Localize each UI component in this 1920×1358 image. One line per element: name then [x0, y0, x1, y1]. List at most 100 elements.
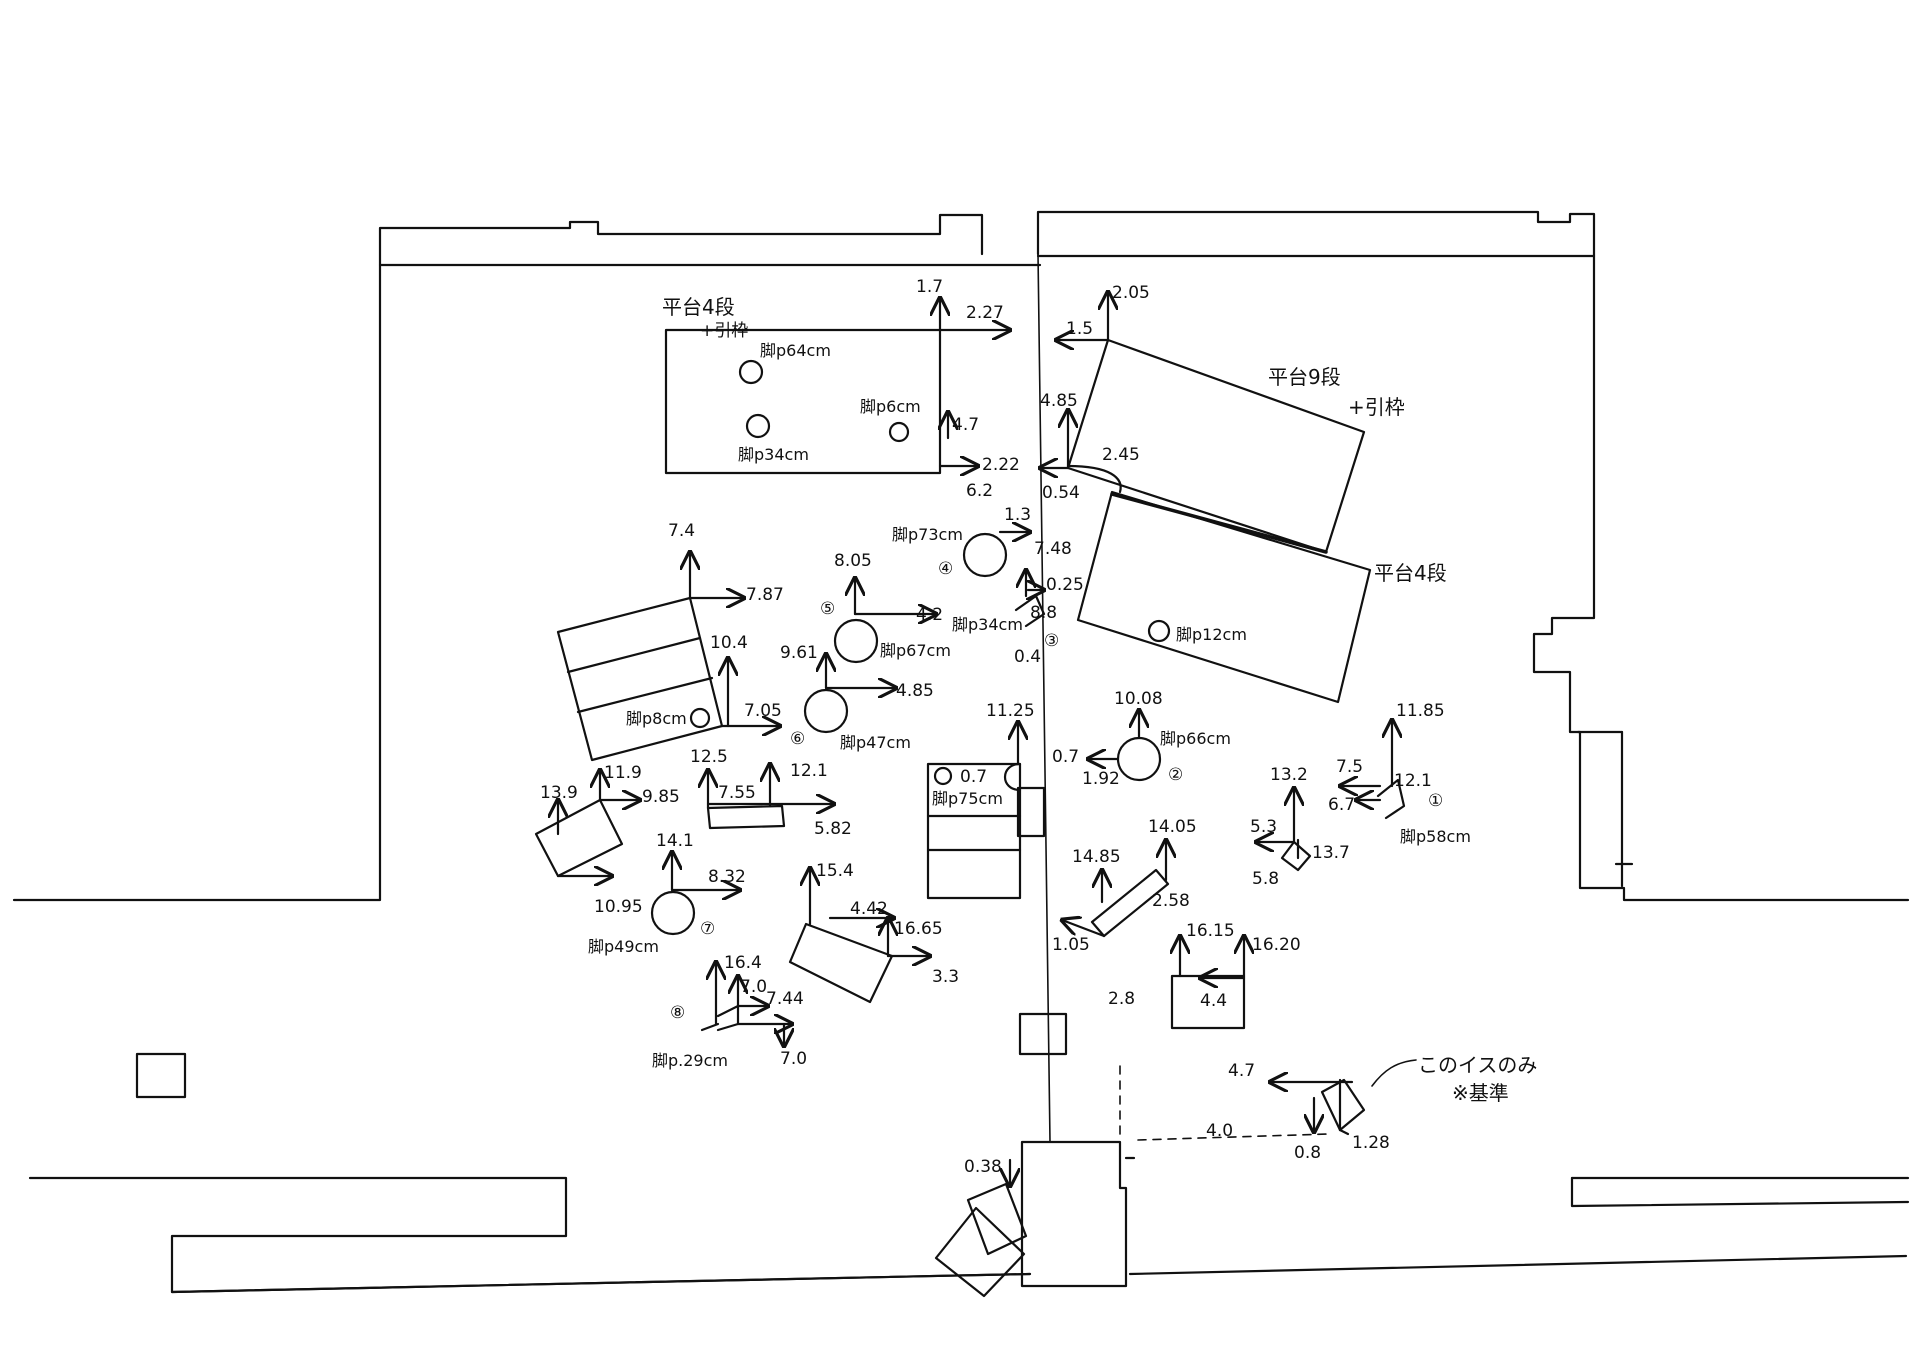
dim-label: 7.44	[766, 989, 804, 1009]
dim-label: 7.55	[718, 783, 756, 803]
dim-label: 1.3	[1004, 505, 1031, 525]
dim-label: 2.05	[1112, 283, 1150, 303]
chair-marker: ④	[938, 559, 953, 579]
leg-label: 脚p58cm	[1400, 827, 1471, 846]
chair-marker: ①	[1428, 791, 1443, 811]
dim-label: 0.4	[1014, 647, 1041, 667]
dim-label: 1.28	[1352, 1133, 1390, 1153]
leg-label: 脚p34cm	[952, 615, 1023, 634]
dim-label: 4.2	[916, 605, 943, 625]
chair-2: 10.08 0.7 1.92 脚p66cm ②	[1052, 689, 1231, 789]
leg-label: 脚p.29cm	[652, 1051, 728, 1070]
dim-label: 4.85	[1040, 391, 1078, 411]
center-box: 11.25 0.7 脚p75cm	[926, 701, 1035, 900]
chair-6: 9.61 4.85 脚p47cm ⑥	[780, 643, 934, 752]
dim-label: 10.95	[594, 897, 643, 917]
box-15-4: 15.4 4.42 16.65 3.3	[788, 861, 959, 1004]
dim-label: 5.3	[1250, 817, 1277, 837]
leg-label: 脚p47cm	[840, 733, 911, 752]
dim-label: 4.7	[1228, 1061, 1255, 1081]
dim-label: 12.1	[790, 761, 828, 781]
dim-label: 13.2	[1270, 765, 1308, 785]
chair-8: 16.4 7.0 7.44 7.0 脚p.29cm ⑧	[652, 953, 807, 1070]
dim-label: 14.1	[656, 831, 694, 851]
chair-marker: ⑤	[820, 599, 835, 619]
walls	[12, 210, 1910, 1294]
dim-label: 8.32	[708, 867, 746, 887]
dim-label: 12.5	[690, 747, 728, 767]
dim-label: 11.25	[986, 701, 1035, 721]
chair-marker: ②	[1168, 765, 1183, 785]
chair-marker: ③	[1044, 631, 1059, 651]
dim-label: 4.85	[896, 681, 934, 701]
dim-label: 15.4	[816, 861, 854, 881]
dim-label: 0.38	[964, 1157, 1002, 1177]
dim-label: 9.85	[642, 787, 680, 807]
stage-right-bottom-label: 平台4段	[1374, 561, 1447, 585]
chair-1: 11.85 7.5 12.1 6.7 脚p58cm ①	[1328, 701, 1471, 846]
leg-label: 脚p66cm	[1160, 729, 1231, 748]
dim-label: 10.4	[710, 633, 748, 653]
dim-label: 2.22	[982, 455, 1020, 475]
bar-14-85: 14.85 14.05 2.58 1.05	[1052, 817, 1197, 955]
dim-label: 7.0	[740, 977, 767, 997]
leg-label: 脚p6cm	[860, 397, 921, 416]
dim-label: 7.0	[780, 1049, 807, 1069]
dim-label: 8.05	[834, 551, 872, 571]
dim-label: 0.25	[1046, 575, 1084, 595]
dim-label: 5.8	[1252, 869, 1279, 889]
dim-label: 8.8	[1030, 603, 1057, 623]
leg-label: 脚p67cm	[880, 641, 951, 660]
stage-top-left-label: 平台4段	[662, 295, 735, 319]
dim-label: 10.08	[1114, 689, 1163, 709]
dim-label: 4.0	[1206, 1121, 1233, 1141]
dim-label: 16.65	[894, 919, 943, 939]
dim-label: 2.58	[1152, 891, 1190, 911]
dim-label: 6.2	[966, 481, 993, 501]
reference-chair: 4.7 4.0 0.8 1.28 このイスのみ ※基準	[1119, 1053, 1537, 1163]
stage-top-left: 平台4段 +引枠 脚p64cm 脚p6cm 脚p34cm 1.7 2.27 4.…	[662, 277, 1020, 475]
dim-label: 13.7	[1312, 843, 1350, 863]
chair-5: 8.05 4.2 脚p67cm ⑤	[820, 551, 951, 664]
stage-right-top-label: 平台9段	[1268, 365, 1341, 389]
leg-circle	[888, 421, 910, 443]
dim-label: 14.05	[1148, 817, 1197, 837]
dim-label: 6.7	[1328, 795, 1355, 815]
dim-label: 16.15	[1186, 921, 1235, 941]
chair-small-right: 13.2 5.3 13.7 5.8	[1250, 765, 1350, 889]
box-left: 13.9 11.9 9.85	[534, 763, 680, 876]
dim-label: 4.7	[952, 415, 979, 435]
leg-label: 脚p73cm	[892, 525, 963, 544]
dim-label: 3.3	[932, 967, 959, 987]
dim-label: 9.61	[780, 643, 818, 663]
chair-7: 14.1 8.32 10.95 脚p49cm ⑦	[588, 831, 746, 956]
leg-circle	[745, 413, 771, 439]
leg-circle	[1147, 619, 1171, 643]
dim-label: 0.54	[1042, 483, 1080, 503]
dim-label: 16.4	[724, 953, 762, 973]
dim-label: 1.05	[1052, 935, 1090, 955]
chair-marker: ⑧	[670, 1003, 685, 1023]
chair-marker: ⑥	[790, 729, 805, 749]
dim-label: 7.5	[1336, 757, 1363, 777]
dim-label: 11.85	[1396, 701, 1445, 721]
dim-label: 1.7	[916, 277, 943, 297]
leg-label: 脚p12cm	[1176, 625, 1247, 644]
dim-label: 7.4	[668, 521, 695, 541]
leg-label: 脚p64cm	[760, 341, 831, 360]
leg-circle	[738, 359, 764, 385]
leg-label: 脚p34cm	[738, 445, 809, 464]
reference-note: このイスのみ	[1418, 1053, 1537, 1077]
box-4-4: 16.15 16.20 2.8 4.4	[1108, 921, 1301, 1030]
dim-label: 0.8	[1294, 1143, 1321, 1163]
dim-label: 11.9	[604, 763, 642, 783]
reference-note-sub: ※基準	[1452, 1081, 1509, 1105]
dim-label: 14.85	[1072, 847, 1121, 867]
dim-label: 0.7	[960, 767, 987, 787]
door-chair: 0.38	[934, 1157, 1028, 1298]
leg-label: 脚p8cm	[626, 709, 687, 728]
dim-label: 13.9	[540, 783, 578, 803]
stage-top-left-sublabel: +引枠	[700, 321, 748, 341]
stage-right: 平台9段 +引枠 平台4段 脚p12cm 2.05 1.5 4.85 2.45 …	[1040, 283, 1447, 704]
